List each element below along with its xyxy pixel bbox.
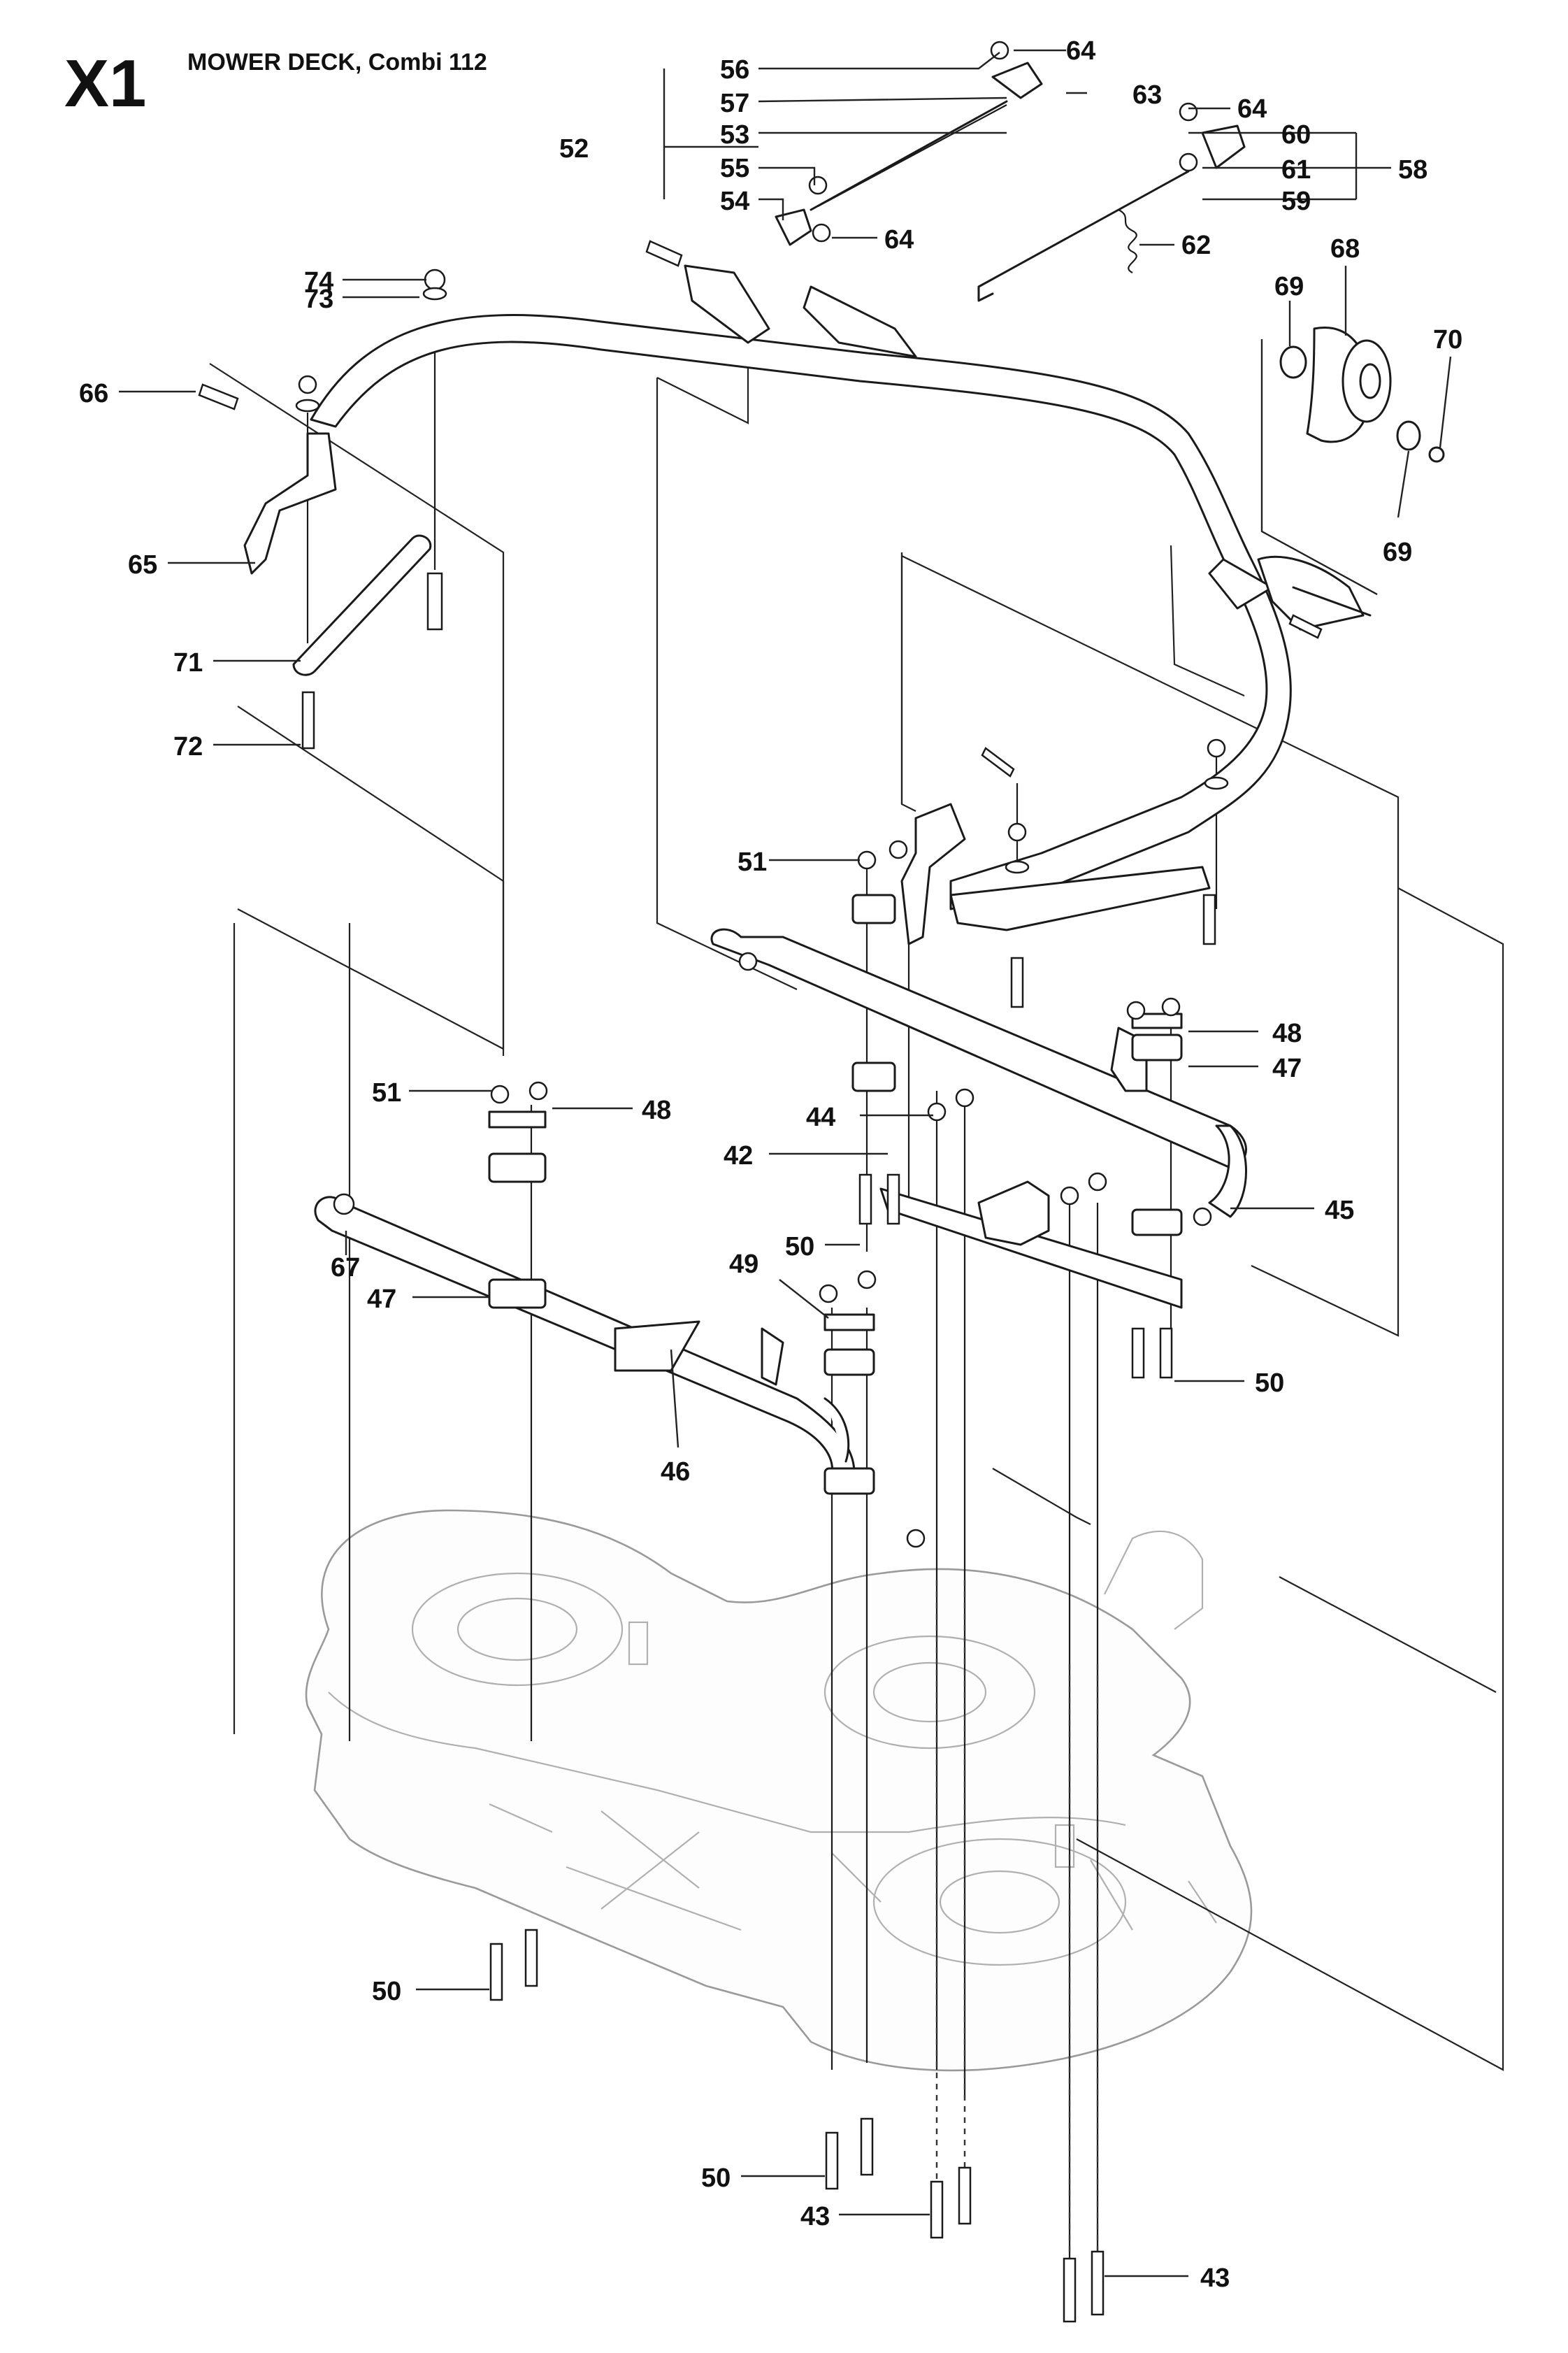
callout-50-d: 50 <box>701 2164 731 2193</box>
callout-72: 72 <box>173 732 203 761</box>
nuts-and-washers <box>295 41 1229 1548</box>
callout-74: 74 <box>304 267 333 296</box>
lift-frame <box>243 264 1372 945</box>
callout-58: 58 <box>1398 155 1427 185</box>
callout-73: 73 <box>304 285 333 314</box>
callout-55: 55 <box>720 154 749 183</box>
callout-70: 70 <box>1433 325 1462 355</box>
callout-66: 66 <box>79 379 108 408</box>
leader-lines <box>119 49 1452 2277</box>
callout-44: 44 <box>806 1103 835 1132</box>
linkage-rods <box>775 62 1246 302</box>
callout-52: 52 <box>559 134 589 164</box>
callout-50-b: 50 <box>1255 1368 1284 1398</box>
callout-54: 54 <box>720 187 749 216</box>
callout-42: 42 <box>724 1141 753 1171</box>
gauge-wheel <box>1260 327 1445 595</box>
callout-50-a: 50 <box>785 1232 814 1261</box>
callout-67: 67 <box>331 1253 360 1282</box>
callout-68: 68 <box>1330 234 1360 264</box>
callout-50-c: 50 <box>372 1977 401 2006</box>
callout-56: 56 <box>720 55 749 85</box>
callout-69-a: 69 <box>1274 272 1304 301</box>
callout-61: 61 <box>1281 155 1311 185</box>
callout-63: 63 <box>1132 80 1162 110</box>
callout-47-a: 47 <box>1272 1054 1302 1083</box>
callout-48-b: 48 <box>642 1096 671 1125</box>
callout-65: 65 <box>128 550 157 580</box>
callout-51-b: 51 <box>372 1078 401 1108</box>
callout-48-a: 48 <box>1272 1019 1302 1048</box>
callout-43-a: 43 <box>800 2202 830 2231</box>
callout-53: 53 <box>720 120 749 150</box>
callout-69-b: 69 <box>1383 538 1412 567</box>
front-lift-rod <box>314 1196 856 1484</box>
callout-49: 49 <box>729 1250 758 1279</box>
mower-deck <box>305 1509 1253 2072</box>
callout-51-a: 51 <box>738 847 767 877</box>
callout-57: 57 <box>720 89 749 118</box>
callout-71: 71 <box>173 648 203 678</box>
bolts <box>198 240 1323 2323</box>
callout-43-b: 43 <box>1200 2263 1230 2293</box>
callout-64-a: 64 <box>1066 36 1095 66</box>
callouts: 56 57 53 55 54 52 64 63 64 64 60 61 59 5… <box>79 36 1462 2293</box>
callout-60: 60 <box>1281 120 1311 150</box>
page-code: X1 <box>64 46 146 121</box>
callout-64-b: 64 <box>1237 94 1267 124</box>
callout-64-c: 64 <box>884 225 914 255</box>
page-title: MOWER DECK, Combi 112 <box>187 49 487 76</box>
callout-47-b: 47 <box>367 1285 396 1314</box>
callout-45: 45 <box>1325 1196 1354 1225</box>
callout-59: 59 <box>1281 187 1311 216</box>
rear-lift-rod <box>710 928 1247 1218</box>
clamp-blocks <box>488 894 1183 1495</box>
center-bracket <box>879 1180 1183 1309</box>
callout-46: 46 <box>661 1457 690 1487</box>
callout-62: 62 <box>1181 231 1211 260</box>
